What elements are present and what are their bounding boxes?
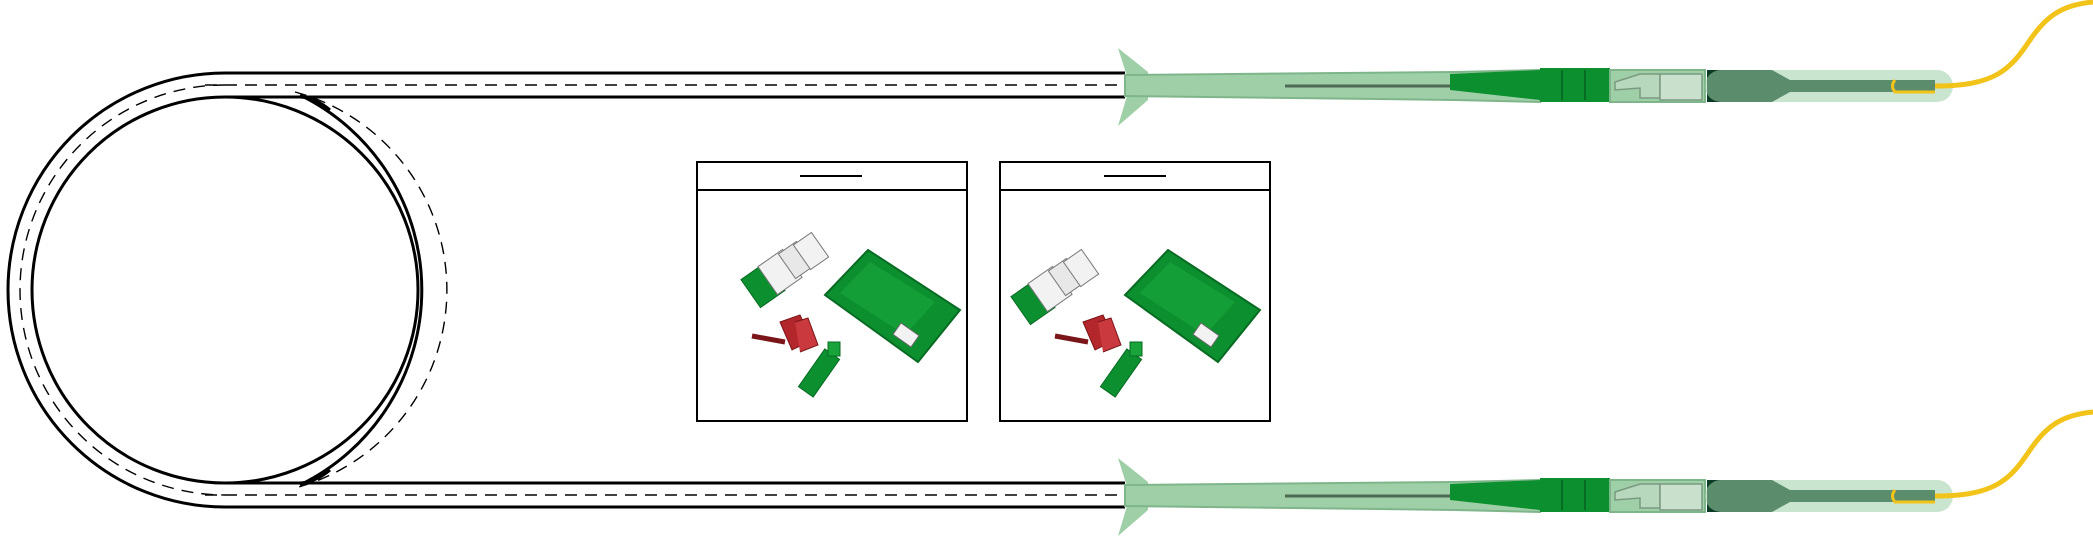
bottom-breakout-assembly (1118, 409, 2093, 536)
bottom-fiber-yellow (1934, 409, 2093, 499)
accessory-bag-left-adapter (740, 231, 830, 309)
bottom-fiber-tube (1705, 480, 1953, 512)
bottom-connector-body (1540, 478, 1610, 512)
cable-centerline (19, 84, 226, 496)
bottom-latch (1614, 483, 1661, 509)
cable-outer-right (299, 93, 424, 487)
top-fiber-tube (1705, 70, 1953, 102)
accessory-bag-right-green-clip (1099, 341, 1143, 398)
accessory-bag-right-red-tool (1054, 314, 1122, 353)
accessory-bag-right-connector (1123, 248, 1262, 364)
top-connector-taper (1450, 70, 1540, 100)
cable-outer-edge (6, 71, 226, 509)
accessory-bag-left (696, 161, 968, 422)
cable-centerline-right (294, 91, 448, 489)
accessory-bag-left-green-clip (797, 341, 841, 398)
accessory-bag-right-adapter (1010, 248, 1100, 326)
accessory-bag-left-red-tool (751, 314, 819, 353)
top-fiber-yellow (1934, 0, 2093, 89)
fiber-loop (6, 71, 1125, 509)
bottom-connector-taper (1450, 480, 1540, 510)
top-fiber-loop (1891, 79, 1935, 94)
accessory-bag-left-connector (823, 248, 962, 364)
bottom-run-cross (225, 468, 331, 485)
top-latch (1614, 73, 1661, 99)
top-breakout-assembly (1118, 0, 2093, 126)
top-connector-body (1540, 68, 1610, 102)
top-clip (1659, 73, 1703, 101)
top-run-cross (225, 95, 331, 112)
bottom-clip (1659, 483, 1703, 511)
cable-inner-edge (30, 95, 420, 485)
accessory-bag-right (999, 161, 1271, 422)
bottom-fiber-loop (1891, 489, 1935, 504)
